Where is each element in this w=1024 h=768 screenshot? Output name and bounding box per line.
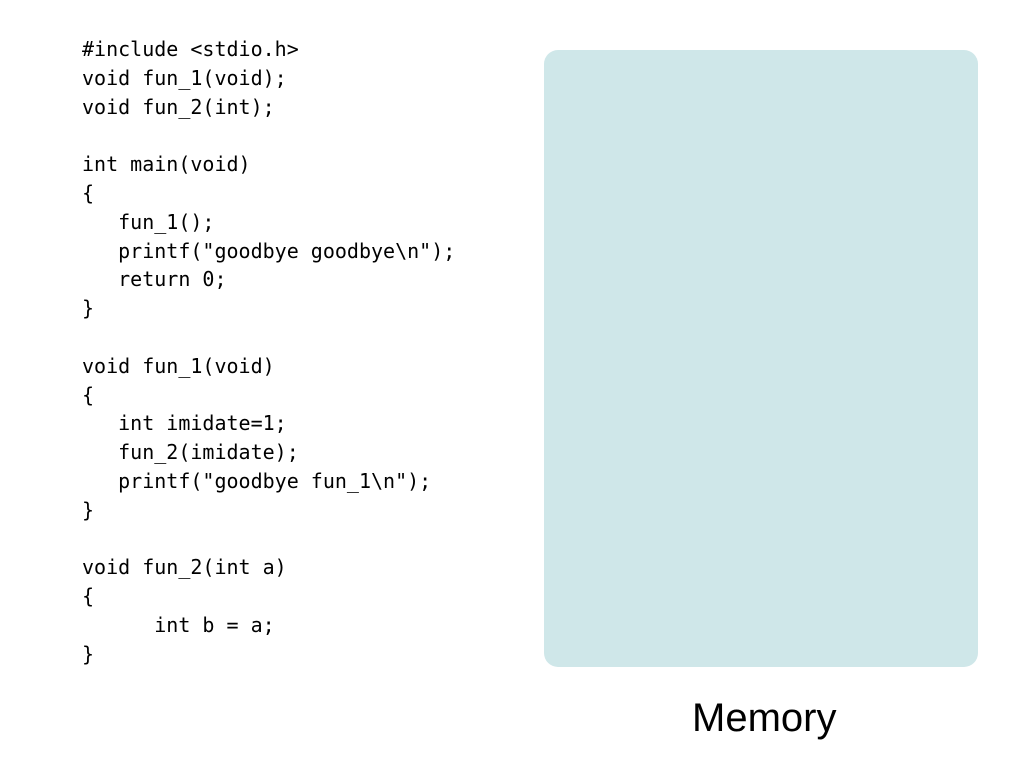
code-line: int imidate=1; — [82, 411, 287, 436]
code-line: { — [82, 180, 95, 205]
code-listing: #include <stdio.h> void fun_1(void); voi… — [82, 35, 522, 669]
code-line: void fun_1(void); — [82, 65, 287, 90]
code-line: return 0; — [82, 267, 227, 292]
code-line: printf("goodbye goodbye\n"); — [82, 238, 456, 263]
code-line — [82, 525, 522, 554]
code-line: fun_2(imidate); — [82, 440, 299, 465]
memory-panel — [544, 50, 978, 667]
code-line: int main(void) — [82, 152, 251, 177]
code-line: printf("goodbye fun_1\n"); — [82, 468, 432, 493]
code-line: } — [82, 641, 95, 666]
code-line: void fun_2(int a) — [82, 555, 287, 580]
code-line: } — [82, 497, 95, 522]
code-line: { — [82, 382, 95, 407]
code-line: void fun_2(int); — [82, 94, 275, 119]
code-line — [82, 323, 522, 352]
code-line: { — [82, 584, 95, 609]
memory-label: Memory — [692, 696, 837, 740]
code-line: int b = a; — [82, 612, 275, 637]
code-line: fun_1(); — [82, 209, 215, 234]
code-line — [82, 121, 522, 150]
code-line: void fun_1(void) — [82, 353, 275, 378]
code-line: } — [82, 296, 95, 321]
code-line: #include <stdio.h> — [82, 37, 299, 61]
